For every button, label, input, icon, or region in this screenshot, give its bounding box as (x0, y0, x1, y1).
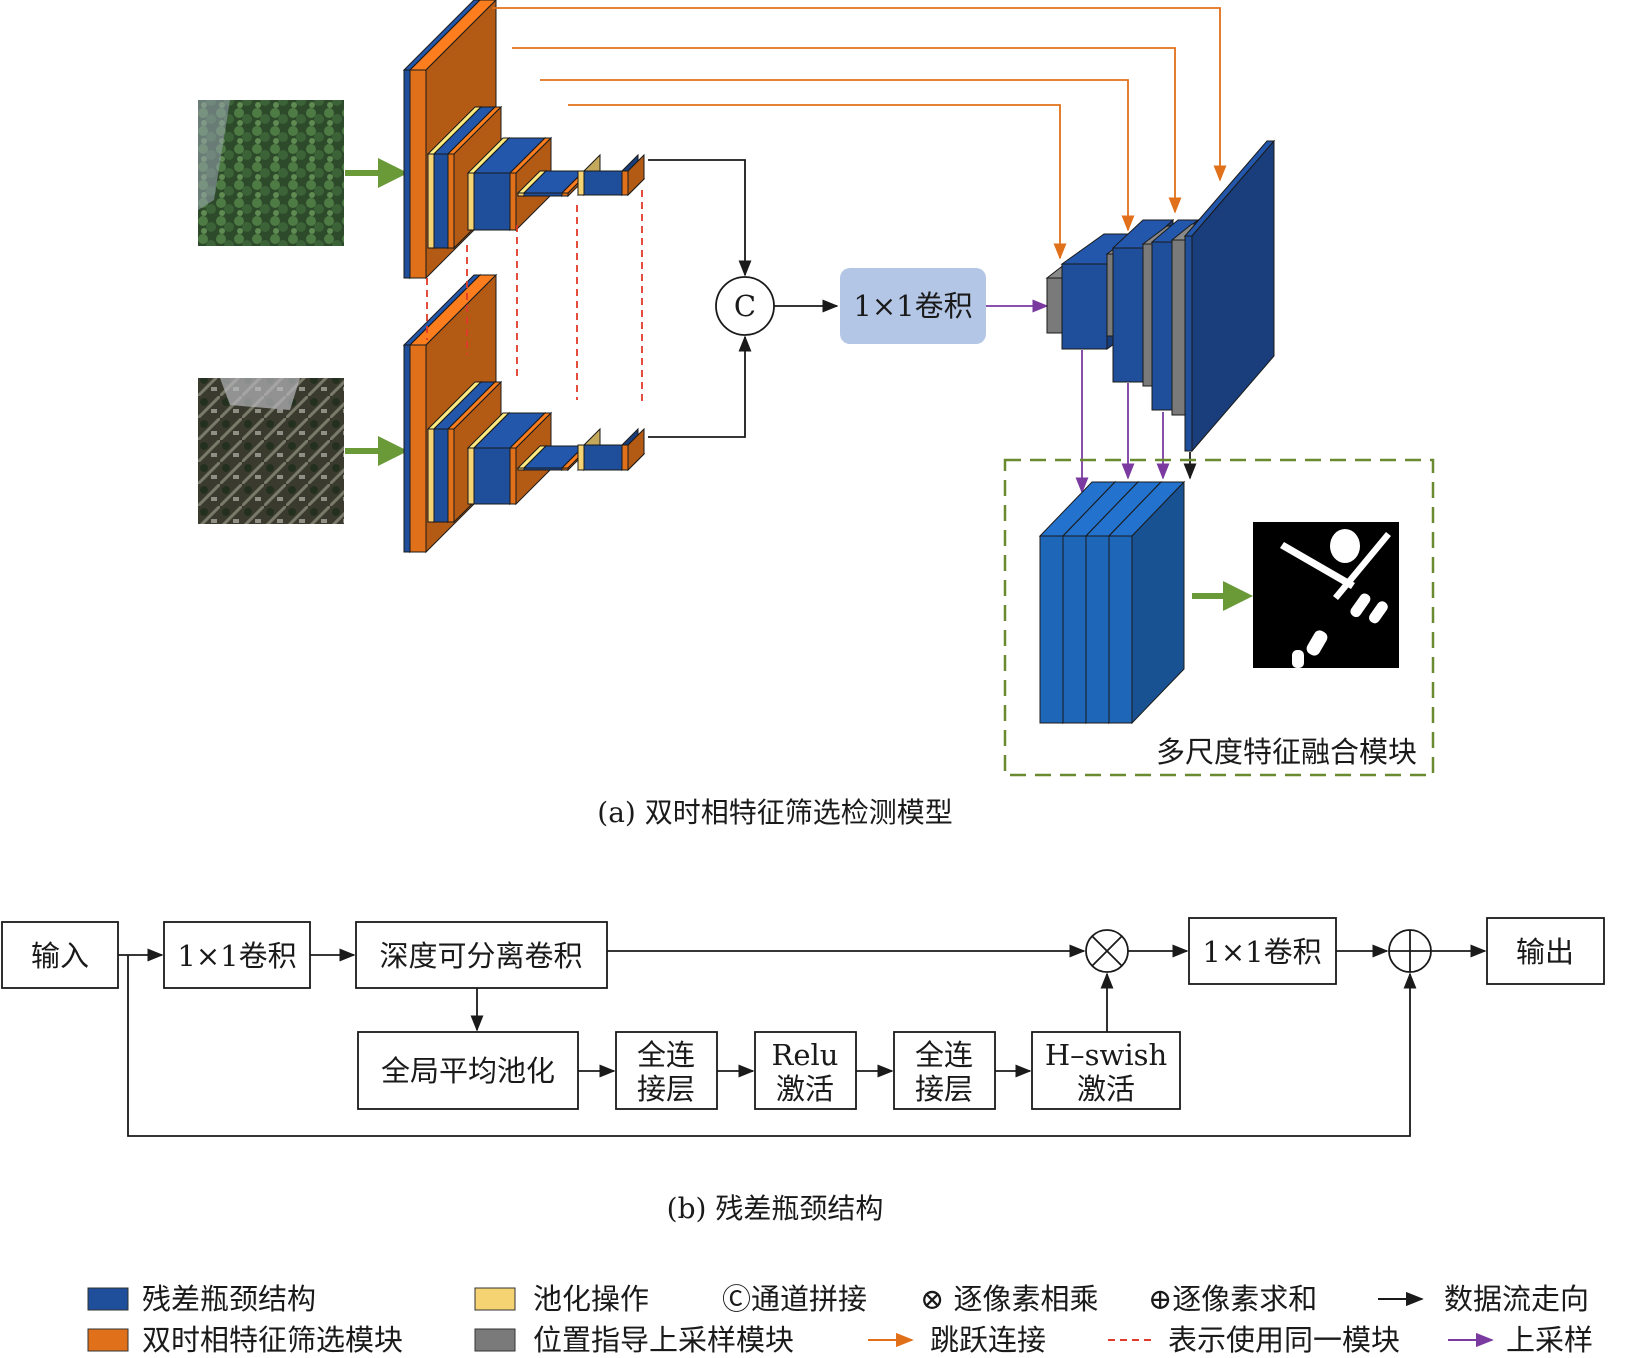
conv1x1-label-b1: 1×1卷积 (177, 939, 296, 973)
operator-glyphs (1091, 930, 1431, 972)
hswish-label-line1: H–swish (1045, 1038, 1167, 1072)
dwconv-box (355, 921, 608, 989)
encoder2-stage5-layer3-front (621, 444, 629, 471)
decoder-blue-1-front (1061, 263, 1108, 350)
flow-arrows-b (118, 944, 1487, 1137)
hswish-label-line2: 激活 (1077, 1072, 1135, 1106)
encoder1-to-concat (648, 159, 752, 277)
dwconv-label: 深度可分离卷积 (379, 939, 582, 973)
legend-swatch-residual (87, 1287, 129, 1311)
legend-upsample: 上采样 (1506, 1323, 1593, 1357)
legend-swatch-dual (87, 1328, 129, 1352)
encoder1-stage4-layer2-front (523, 192, 563, 197)
input-image-t2-detail (220, 378, 300, 410)
hswish-box (1031, 1031, 1181, 1110)
fc2-label-line1: 全连 (915, 1038, 973, 1072)
legend-pool: 池化操作 (533, 1282, 649, 1316)
fc2-box (893, 1031, 996, 1110)
encoder1-stage3-layer3-front (509, 172, 517, 231)
encoder1-stage3-layer2-front (473, 172, 511, 231)
conv1x1-box-b1 (163, 921, 311, 989)
encoder2-stage3-layer3-front (509, 447, 517, 505)
caption-a: (a) 双时相特征筛选检测模型 (597, 796, 952, 829)
encoder-towers (402, 0, 646, 554)
gap-box (357, 1031, 579, 1110)
fusion-module-frame (1003, 458, 1435, 777)
fusion-stack (1038, 480, 1186, 725)
encoder2-stage1-layer2-front (409, 344, 427, 553)
legend-dataflow: 数据流走向 (1444, 1282, 1589, 1316)
shared-module-lines (426, 190, 643, 405)
encoder2-stage2-layer2-front (433, 428, 449, 523)
fusion-layer-3-front (1085, 535, 1110, 724)
encoder1-stage5-layer1-front (577, 170, 585, 196)
relu-box (754, 1031, 857, 1110)
legend-residual: 残差瓶颈结构 (142, 1282, 316, 1316)
decoder-gray-1-front (1046, 277, 1063, 334)
fusion-layer-1-front (1039, 535, 1064, 724)
fusion-layer-2-front (1062, 535, 1087, 724)
encoder2-stage5-layer2-front (583, 444, 623, 471)
encoder1-stage4-layer3-front (561, 192, 569, 197)
legend-multiply: ⊗ 逐像素相乘 (920, 1282, 1099, 1316)
input-box (1, 921, 119, 989)
encoder1-stage5-layer3-front (621, 170, 629, 196)
encoder2-stage3-layer2-front (473, 447, 511, 505)
conv1x1-box-b2 (1188, 917, 1337, 985)
encoder2-stage5-layer1-front (577, 444, 585, 471)
encoder1-stage1-layer2-front (409, 69, 427, 279)
legend-same: 表示使用同一模块 (1168, 1323, 1400, 1357)
decoder-blue-3-front (1151, 241, 1173, 411)
caption-b: (b) 残差瓶颈结构 (667, 1192, 884, 1225)
legend-skip: 跳跃连接 (930, 1323, 1046, 1357)
encoder2-stage2-layer3-front (447, 428, 455, 523)
relu-label-line1: Relu (772, 1038, 839, 1072)
encoder2-stage1-layer1-front (403, 344, 411, 553)
legend-swatch-upsample-module (474, 1328, 516, 1352)
relu-label-line2: 激活 (776, 1072, 834, 1106)
output-label: 输出 (1516, 935, 1574, 969)
skip-connections (492, 7, 1227, 260)
output-box (1486, 917, 1605, 985)
decoder-stack (1045, 139, 1276, 453)
input-label: 输入 (31, 939, 89, 973)
fc1-label-line1: 全连 (637, 1038, 695, 1072)
decoder-gray-4-front (1171, 239, 1187, 416)
legend-swatch-pool (474, 1287, 516, 1311)
encoder2-stage2-layer1-front (427, 428, 435, 523)
encoder1-stage2-layer3-front (447, 153, 455, 249)
decoder-blue-2-front (1112, 247, 1144, 383)
encoder2-to-concat (648, 335, 752, 438)
input-image-t1-detail (198, 100, 230, 210)
gap-label: 全局平均池化 (381, 1054, 555, 1088)
legend-add: ⊕逐像素求和 (1148, 1282, 1317, 1316)
conv1x1-label-b2: 1×1卷积 (1202, 935, 1321, 969)
change-mask-shapes (1280, 529, 1391, 668)
upsample-arrows (1075, 350, 1170, 494)
encoder1-stage2-layer1-front (427, 153, 435, 249)
fusion-module-label: 多尺度特征融合模块 (1156, 735, 1417, 769)
encoder1-stage2-layer2-front (433, 153, 449, 249)
conv1x1-label-a: 1×1卷积 (853, 289, 972, 323)
legend-dual: 双时相特征筛选模块 (142, 1323, 403, 1357)
encoder2-stage3-layer1-front (467, 447, 475, 505)
fusion-layer-4-front (1108, 535, 1133, 724)
decoder-blue-4-front (1184, 235, 1193, 452)
concat-symbol: C (734, 289, 756, 323)
encoder2-stage4-layer2-front (523, 467, 563, 471)
legend-concat: Ⓒ通道拼接 (722, 1282, 867, 1316)
encoder1-stage1-layer1-front (403, 69, 411, 279)
fc2-label-line2: 接层 (915, 1072, 973, 1106)
encoder2-stage4-layer3-front (561, 467, 569, 471)
conv1x1-box-a (840, 268, 986, 344)
legend-upsample-module: 位置指导上采样模块 (533, 1323, 794, 1357)
fc1-box (615, 1031, 718, 1110)
encoder1-stage3-layer1-front (467, 172, 475, 231)
encoder1-stage5-layer2-front (583, 170, 623, 196)
fc1-label-line2: 接层 (637, 1072, 695, 1106)
residual-bottleneck-flow (1, 917, 1605, 1110)
legend: 残差瓶颈结构 双时相特征筛选模块 池化操作 位置指导上采样模块 Ⓒ通道拼接 ⊗ … (87, 1282, 1593, 1357)
